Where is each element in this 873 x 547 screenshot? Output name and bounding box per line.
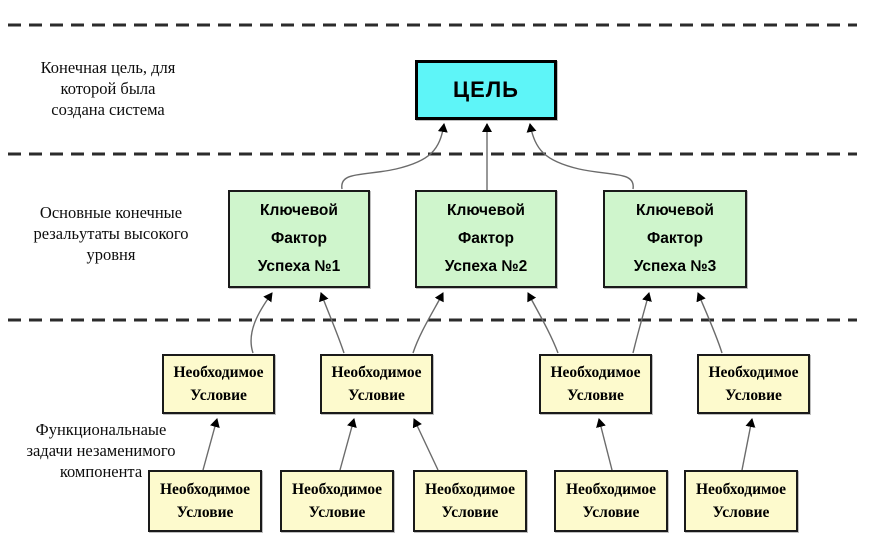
nc-bottom-box-3-label: Необходимое Условие: [424, 481, 516, 521]
nc-mid-box-1-label: Необходимое Условие: [173, 364, 264, 404]
arrow-ncm3-to-ksf3: [632, 292, 652, 354]
nc-mid-box-1: Необходимое Условие: [162, 354, 275, 414]
nc-mid-box-3-label: Необходимое Условие: [550, 364, 641, 404]
arrow-ncm4-to-ksf3: [696, 292, 723, 354]
ksf-box-2: Ключевой Фактор Успеха №2: [415, 190, 557, 288]
ksf-box-3-label: Ключевой Фактор Успеха №3: [633, 202, 717, 275]
nc-bottom-box-1: Необходимое Условие: [148, 470, 262, 532]
nc-mid-box-2: Необходимое Условие: [320, 354, 433, 414]
arrow-ncm2-to-ksf1: [319, 292, 345, 354]
arrow-ncm2-to-ksf2: [412, 292, 444, 354]
arrow-ksf1-to-goal: [341, 123, 448, 190]
nc-bottom-box-1-label: Необходимое Условие: [159, 481, 251, 521]
nc-bottom-box-3: Необходимое Условие: [413, 470, 527, 532]
nc-mid-box-4-label: Необходимое Условие: [708, 364, 799, 404]
nc-bottom-box-5-label: Необходимое Условие: [695, 481, 787, 521]
arrow-ncm3-to-ksf2: [527, 292, 559, 354]
arrow-ksf3-to-goal: [526, 123, 634, 190]
arrow-ncb4-to-ncm3: [596, 418, 613, 471]
arrow-ncb1-to-ncm1: [202, 418, 220, 471]
arrow-ncb2-to-ncm2: [339, 418, 357, 471]
ksf-box-1-label: Ключевой Фактор Успеха №1: [257, 202, 341, 275]
arrow-ncm1-to-ksf1: [250, 292, 273, 354]
nc-bottom-box-2: Необходимое Условие: [280, 470, 394, 532]
arrow-ncb3-to-ncm2: [412, 418, 439, 471]
nc-bottom-box-4-label: Необходимое Условие: [565, 481, 657, 521]
nc-mid-box-3: Необходимое Условие: [539, 354, 652, 414]
arrow-ncb5-to-ncm4: [741, 418, 756, 471]
ksf-box-2-label: Ключевой Фактор Успеха №2: [444, 202, 528, 275]
goal-box-label: ЦЕЛЬ: [453, 77, 519, 102]
annotation-goal-level: Конечная цель, для которой была создана …: [40, 58, 176, 119]
ksf-box-1: Ключевой Фактор Успеха №1: [228, 190, 370, 288]
nc-mid-box-4: Необходимое Условие: [697, 354, 810, 414]
ksf-box-3: Ключевой Фактор Успеха №3: [603, 190, 747, 288]
nc-bottom-box-4: Необходимое Условие: [554, 470, 668, 532]
nc-bottom-box-5: Необходимое Условие: [684, 470, 798, 532]
goal-box: ЦЕЛЬ: [415, 60, 557, 120]
nc-bottom-box-2-label: Необходимое Условие: [291, 481, 383, 521]
annotation-ksf-level: Основные конечные резальутаты высокого у…: [33, 203, 189, 264]
nc-mid-box-2-label: Необходимое Условие: [331, 364, 422, 404]
annotation-nc-level: Функциональнаые задачи незаменимого комп…: [26, 420, 176, 481]
